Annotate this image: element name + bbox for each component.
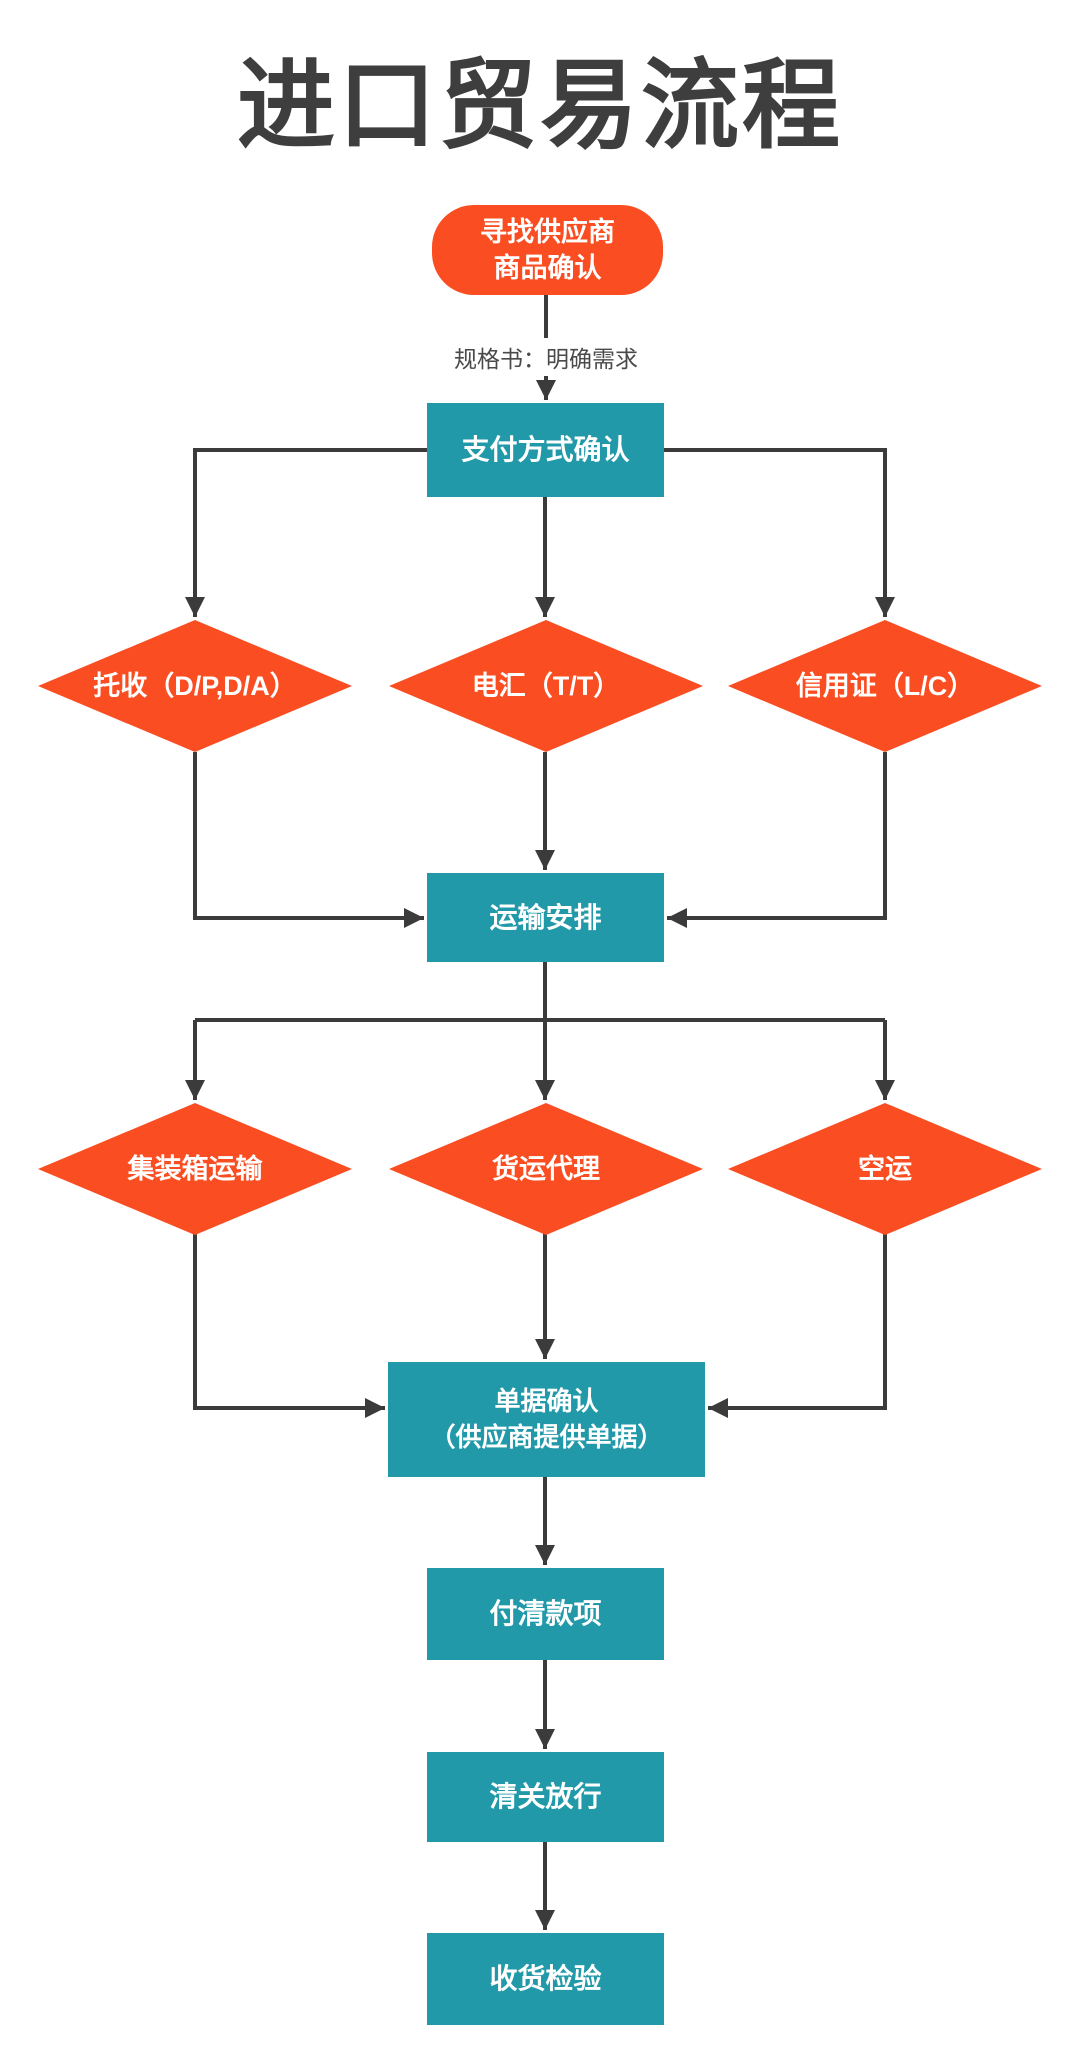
- node-payment-confirm: 支付方式确认: [427, 403, 664, 497]
- edge-air-documents: [708, 1233, 887, 1418]
- node-goods-inspection: 收货检验: [427, 1933, 664, 2025]
- node-customs-clearance: 清关放行: [427, 1752, 664, 1842]
- node-pay-balance: 付清款项: [427, 1568, 664, 1660]
- node-transport-arrangement: 运输安排: [427, 873, 664, 962]
- node-start: 寻找供应商 商品确认: [432, 205, 663, 295]
- edge-payment-lc: [663, 448, 895, 617]
- edge-container-documents: [193, 1233, 385, 1418]
- node-documents-confirm: 单据确认 （供应商提供单据）: [388, 1362, 705, 1477]
- page-title: 进口贸易流程: [236, 50, 843, 160]
- edge-payment-collection: [185, 448, 427, 617]
- edge-collection-transport: [193, 752, 424, 928]
- edge-lc-transport: [667, 752, 887, 928]
- edge-label-spec: 规格书：明确需求: [444, 338, 648, 376]
